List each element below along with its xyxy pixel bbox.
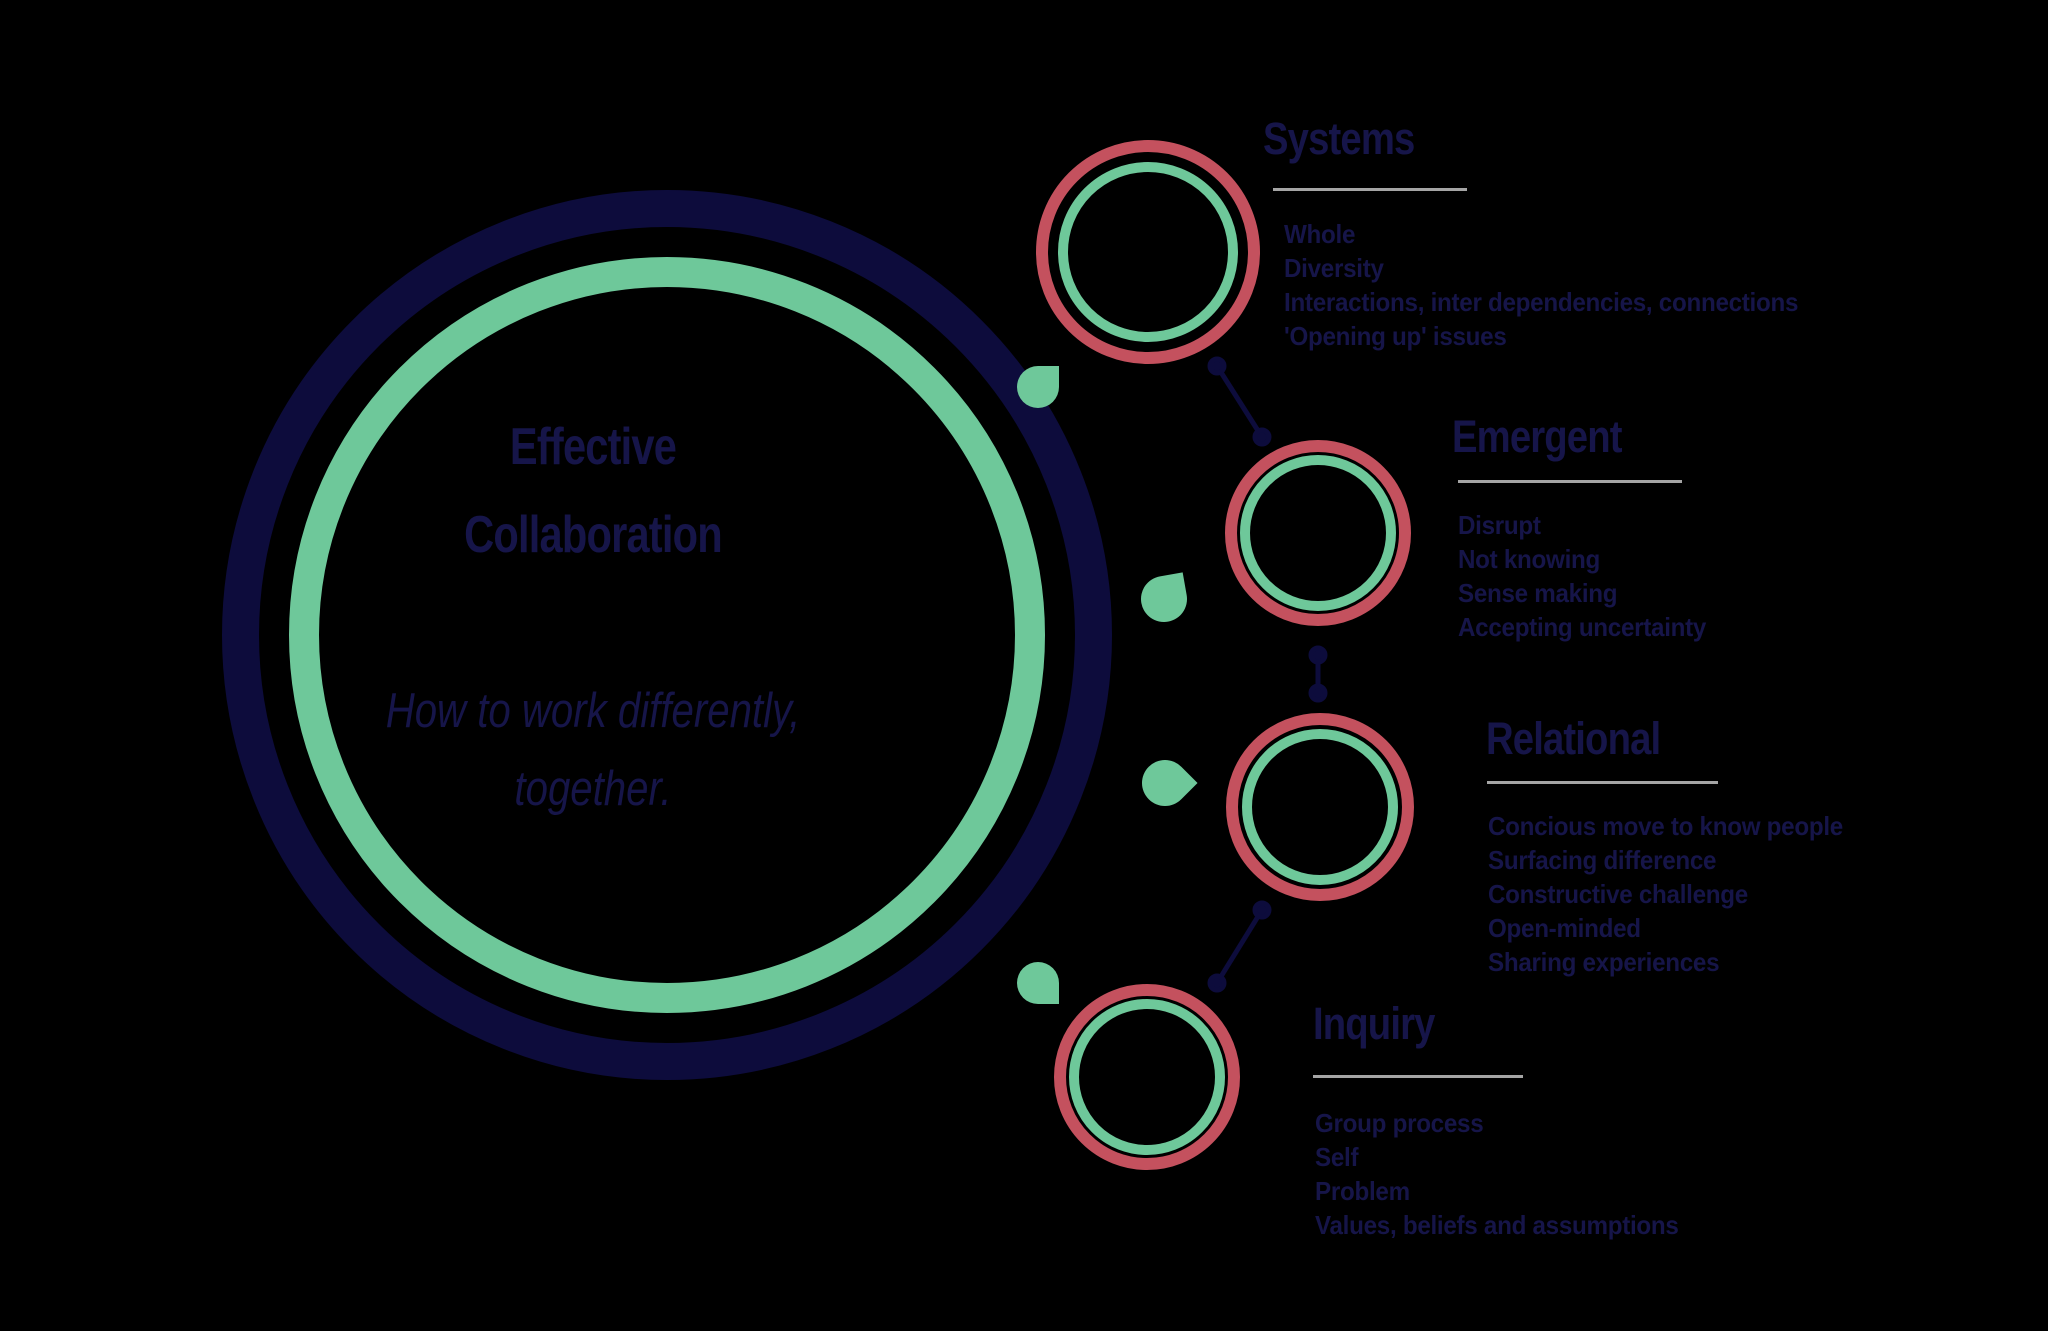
- connector-relational-inquiry: [1214, 908, 1265, 985]
- diagram-subtitle-line2: together.: [514, 762, 672, 816]
- list-item: Surfacing difference: [1488, 845, 1717, 875]
- list-item: Disrupt: [1458, 510, 1541, 540]
- diagram-title-line1: Effective: [509, 418, 677, 476]
- list-item: Accepting uncertainty: [1458, 612, 1707, 642]
- list-item: Problem: [1315, 1176, 1410, 1206]
- section-underline-relational: [1487, 781, 1718, 784]
- leaf-icon-systems: [1017, 366, 1059, 408]
- list-item: Whole: [1284, 219, 1356, 249]
- section-underline-emergent: [1458, 480, 1682, 483]
- node-circle-systems-inner: [1058, 162, 1238, 342]
- list-item: Constructive challenge: [1488, 879, 1748, 909]
- leaf-icon-inquiry: [1017, 962, 1059, 1004]
- diagram-subtitle: How to work differently, together.: [347, 672, 839, 828]
- section-title-emergent: Emergent: [1452, 411, 1622, 462]
- node-circle-relational-inner: [1242, 729, 1398, 885]
- section-underline-inquiry: [1313, 1075, 1523, 1078]
- node-circle-emergent-inner: [1240, 455, 1396, 611]
- list-item: Not knowing: [1458, 544, 1600, 574]
- connector-systems-emergent: [1214, 364, 1265, 439]
- list-item: Diversity: [1284, 253, 1384, 283]
- section-underline-systems: [1273, 188, 1467, 191]
- list-item: Open-minded: [1488, 913, 1641, 943]
- list-item: Group process: [1315, 1108, 1484, 1138]
- list-item: Values, beliefs and assumptions: [1315, 1210, 1679, 1240]
- list-item: 'Opening up' issues: [1284, 321, 1507, 351]
- diagram-subtitle-line1: How to work differently,: [385, 684, 801, 738]
- node-circle-inquiry-inner: [1069, 999, 1225, 1155]
- list-item: Sense making: [1458, 578, 1618, 608]
- section-title-systems: Systems: [1263, 113, 1415, 164]
- list-item: Interactions, inter dependencies, connec…: [1284, 287, 1799, 317]
- list-item: Self: [1315, 1142, 1359, 1172]
- list-item: Concious move to know people: [1488, 811, 1843, 841]
- diagram-title: Effective Collaboration: [353, 403, 833, 579]
- list-item: Sharing experiences: [1488, 947, 1720, 977]
- section-title-inquiry: Inquiry: [1313, 998, 1435, 1049]
- diagram-title-line2: Collaboration: [464, 506, 722, 564]
- section-title-relational: Relational: [1486, 713, 1661, 764]
